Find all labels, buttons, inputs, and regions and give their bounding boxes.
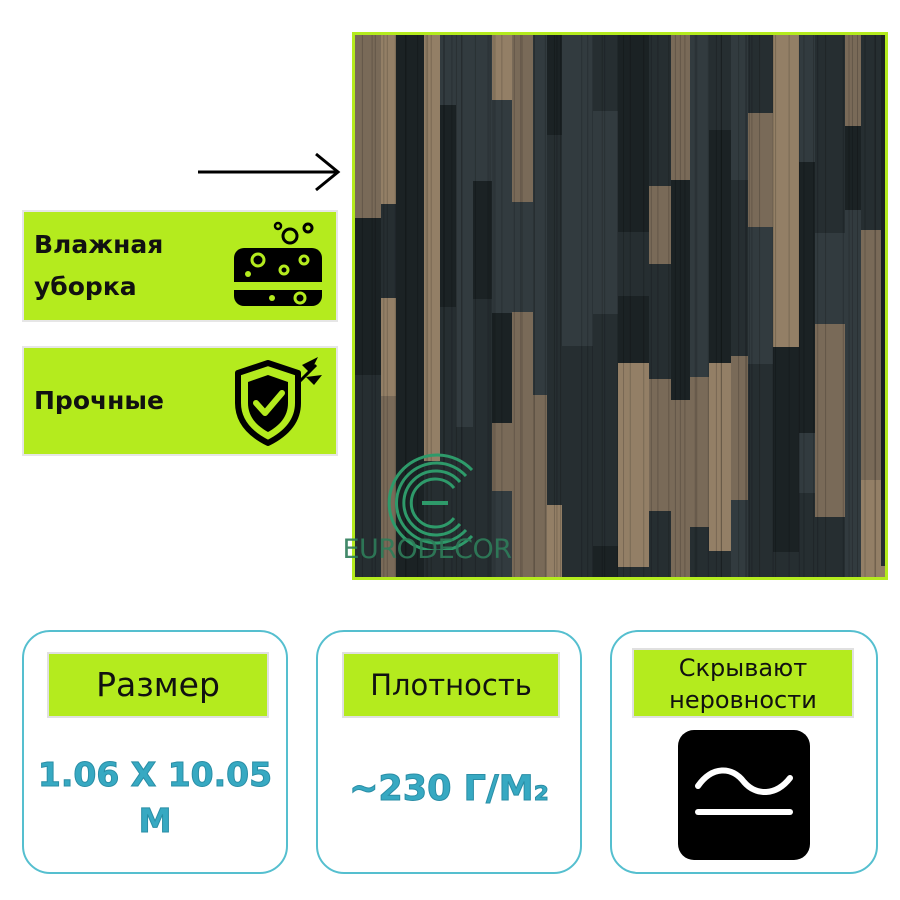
shield-check-icon — [235, 357, 322, 446]
feature-label: Прочные — [34, 386, 164, 415]
spec-value: ~230 Г/М₂ — [349, 769, 550, 810]
feature-durable: Прочные — [22, 346, 338, 456]
eurodecor-logo-icon — [387, 453, 474, 550]
product-image — [352, 32, 888, 580]
spec-card-density: Плотность ~230 Г/М₂ — [316, 630, 582, 874]
spec-value: 1.06 Х 10.05 М — [37, 755, 273, 841]
feature-wet-cleaning: Влажная уборка — [22, 210, 338, 322]
spec-card-hides-unevenness: Скрывают неровности — [610, 630, 878, 874]
sponge-icon — [234, 221, 322, 306]
approx-equal-icon — [678, 730, 810, 860]
spec-card-size: Размер 1.06 Х 10.05 М — [22, 630, 288, 874]
spec-title: Размер — [47, 652, 269, 718]
arrow-right-icon — [198, 152, 341, 192]
spec-title: Плотность — [342, 652, 560, 718]
spec-title: Скрывают неровности — [632, 648, 854, 718]
feature-label: Влажная уборка — [34, 230, 164, 301]
brand-name: EURODECOR — [342, 534, 512, 565]
wallpaper-texture-image — [355, 35, 885, 577]
